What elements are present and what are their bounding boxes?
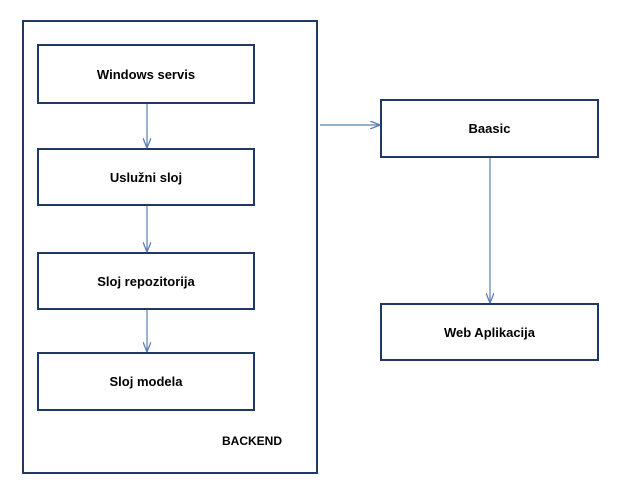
windows-servis-label: Windows servis [96,66,196,82]
usluzni-sloj-box: Uslužni sloj [37,148,255,206]
web-aplikacija-box: Web Aplikacija [380,303,599,361]
sloj-repozitorija-label: Sloj repozitorija [97,273,195,289]
sloj-modela-box: Sloj modela [37,352,255,411]
usluzni-sloj-label: Uslužni sloj [109,169,183,185]
baasic-box: Baasic [380,99,599,158]
windows-servis-box: Windows servis [37,44,255,104]
baasic-label: Baasic [468,121,511,136]
backend-label: BACKEND [222,434,282,448]
web-aplikacija-label: Web Aplikacija [443,324,536,340]
sloj-modela-label: Sloj modela [109,374,183,389]
sloj-repozitorija-box: Sloj repozitorija [37,252,255,310]
